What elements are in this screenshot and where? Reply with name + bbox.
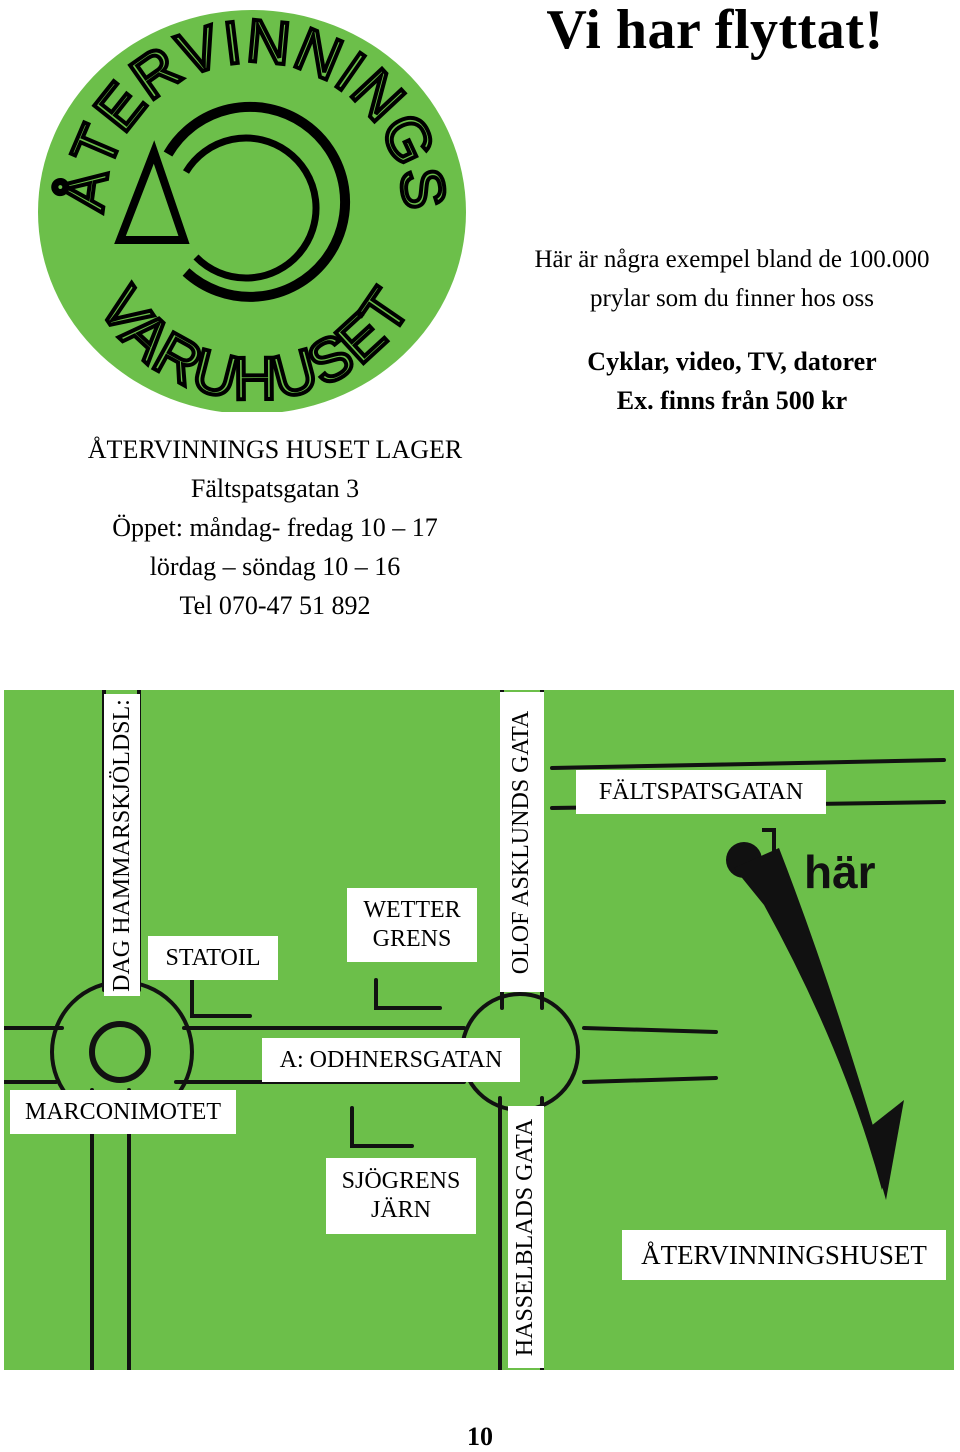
offer-line: Cyklar, video, TV, datorer (587, 347, 877, 376)
intro-line: Här är några exempel bland de 100.000 (534, 246, 930, 273)
intro-line: prylar som du finner hos oss (590, 285, 874, 312)
odhnersgatan-label: A: ODHNERSGATAN (262, 1038, 520, 1082)
atervinnings-varuhuset-logo: ÅTERVINNINGS VARUHUSET (36, 4, 470, 412)
sjogrens-jarn-label: SJÖGRENS JÄRN (326, 1158, 476, 1234)
offer-line: Ex. finns från 500 kr (616, 386, 848, 415)
opening-hours-weekdays: Öppet: måndag- fredag 10 – 17 (112, 513, 438, 542)
page-headline: Vi har flyttat! (546, 0, 884, 61)
hasselblads-gata-label: HASSELBLADS GATA (508, 1106, 544, 1368)
wetter-grens-label: WETTER GRENS (347, 888, 477, 962)
logo-arrow-head-icon (114, 140, 190, 244)
page-number: 10 (467, 1422, 493, 1451)
opening-hours-weekend: lördag – söndag 10 – 16 (149, 552, 401, 581)
offer-text: Cyklar, video, TV, datorer Ex. finns frå… (498, 342, 960, 420)
street-address: Fältspatsgatan 3 (190, 474, 360, 503)
store-address: ÅTERVINNINGS HUSET LAGER Fältspatsgatan … (30, 430, 520, 625)
atervinningshuset-label: ÅTERVINNINGSHUSET (622, 1230, 946, 1280)
logo-recycle-arrow (163, 101, 351, 302)
intro-text: Här är några exempel bland de 100.000 pr… (490, 240, 960, 318)
statoil-label: STATOIL (148, 936, 278, 980)
phone-number: Tel 070-47 51 892 (179, 591, 371, 620)
dag-hammarskjoldsl-label: DAG HAMMARSKJÖLDSL: (104, 694, 140, 996)
logo-disc (38, 10, 466, 412)
store-name: ÅTERVINNINGS HUSET LAGER (87, 435, 463, 464)
har-label: här (804, 846, 876, 898)
faltspatsgatan-label: FÄLTSPATSGATAN (576, 770, 826, 814)
location-pin-icon (726, 828, 904, 1200)
marconimotet-label: MARCONIMOTET (10, 1090, 236, 1134)
marconimotet-marker (89, 1021, 151, 1083)
olof-asklunds-gata-label: OLOF ASKLUNDS GATA (500, 692, 544, 992)
location-map: här DAG HAMMARSKJÖLDSL: STATOIL WETTER G… (4, 690, 954, 1370)
